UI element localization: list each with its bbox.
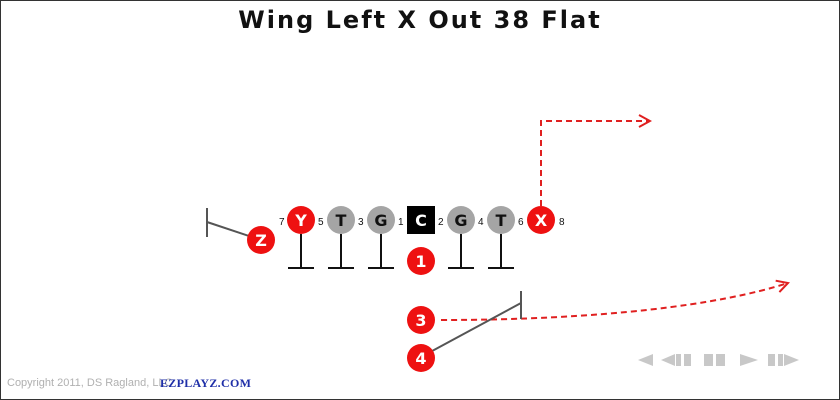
- right-guard-block: [448, 234, 474, 269]
- copyright-notice: Copyright 2011, DS Ragland, LLC: [7, 377, 173, 389]
- gap-number: 4: [478, 217, 484, 228]
- player-back-3-label: 3: [415, 311, 426, 330]
- back-3-route: [440, 283, 788, 321]
- player-back-4-label: 4: [415, 349, 426, 368]
- play-title: Wing Left X Out 38 Flat: [238, 6, 602, 34]
- player-x-label: X: [535, 211, 548, 230]
- gap-number: 7: [279, 217, 285, 228]
- player-qb-1: 1: [407, 247, 435, 275]
- player-left-guard-label: G: [374, 211, 387, 230]
- player-z: Z: [247, 226, 275, 254]
- player-left-tackle-label: T: [336, 211, 347, 230]
- left-tackle-block: [328, 234, 354, 269]
- gap-number: 2: [438, 217, 444, 228]
- player-x: X: [527, 206, 555, 234]
- player-qb-1-label: 1: [415, 252, 426, 271]
- player-back-3: 3: [407, 306, 435, 334]
- pause-icon[interactable]: [702, 354, 728, 368]
- gap-number: 3: [358, 217, 364, 228]
- last-icon[interactable]: [766, 354, 802, 368]
- player-right-tackle-label: T: [496, 211, 507, 230]
- player-back-4: 4: [407, 344, 435, 372]
- left-guard-block: [368, 234, 394, 269]
- gap-number: 8: [559, 217, 565, 228]
- right-tackle-block: [488, 234, 514, 269]
- previous-icon[interactable]: [660, 354, 694, 368]
- player-y: Y: [287, 206, 315, 234]
- player-z-label: Z: [255, 231, 267, 250]
- player-left-guard: G: [367, 206, 395, 234]
- player-center: C: [407, 206, 435, 234]
- back-4-block: [420, 291, 522, 358]
- player-right-tackle: T: [487, 206, 515, 234]
- brand-link[interactable]: EZPLAYZ.COM: [160, 376, 252, 390]
- player-right-guard: G: [447, 206, 475, 234]
- gap-number: 5: [318, 217, 324, 228]
- x-route: [540, 121, 650, 206]
- y-block: [288, 234, 314, 269]
- player-center-label: C: [415, 211, 427, 230]
- gap-number: 1: [398, 217, 404, 228]
- playback-controls: [636, 354, 802, 368]
- play-icon[interactable]: [738, 354, 760, 368]
- gap-number: 6: [518, 217, 524, 228]
- player-left-tackle: T: [327, 206, 355, 234]
- line-blocks: [288, 234, 514, 269]
- first-icon[interactable]: [636, 354, 656, 368]
- player-right-guard-label: G: [454, 211, 467, 230]
- player-y-label: Y: [294, 211, 307, 230]
